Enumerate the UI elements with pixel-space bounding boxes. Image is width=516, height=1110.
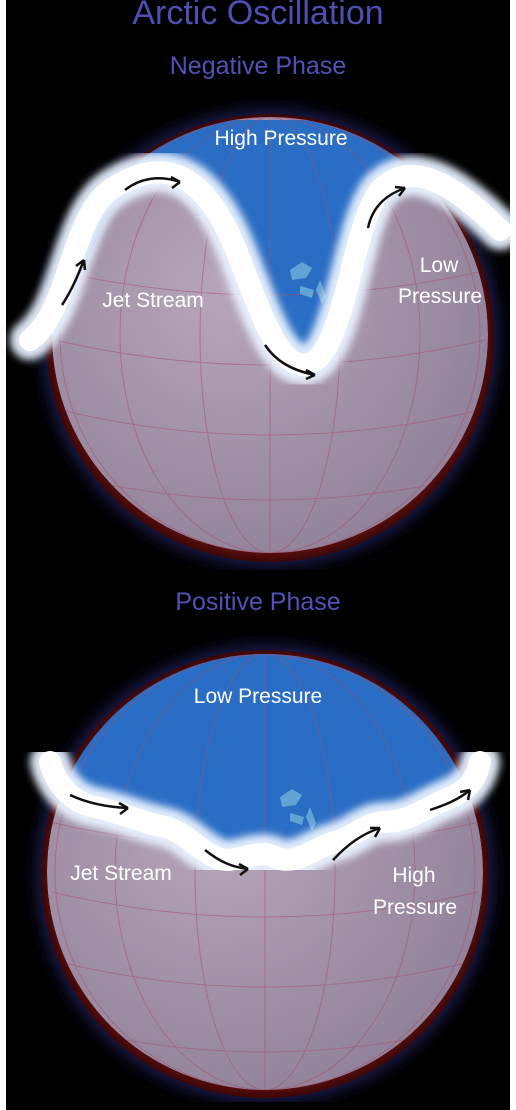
left-border (0, 0, 6, 1110)
great-lakes (290, 262, 326, 304)
flow-arrows (69, 788, 472, 876)
low-pressure-label: Low (419, 254, 459, 277)
negative-phase-globe (10, 110, 516, 566)
jet-stream-label: Jet Stream (70, 862, 172, 885)
positive-phase-title: Positive Phase (175, 588, 341, 616)
jet-stream-label: Jet Stream (102, 289, 204, 312)
high-pressure-label: High Pressure (214, 127, 348, 150)
positive-phase-globe (30, 646, 500, 1102)
flow-arrows (60, 175, 406, 381)
great-lakes (280, 789, 316, 831)
high-pressure-label: High (392, 864, 436, 887)
main-title: Arctic Oscillation (132, 0, 384, 32)
low-pressure-label: Low Pressure (193, 685, 323, 708)
low-pressure-label-line2: Pressure (397, 285, 483, 308)
right-border (510, 0, 516, 1110)
negative-phase-title: Negative Phase (169, 52, 347, 80)
high-pressure-label-line2: Pressure (372, 896, 458, 919)
